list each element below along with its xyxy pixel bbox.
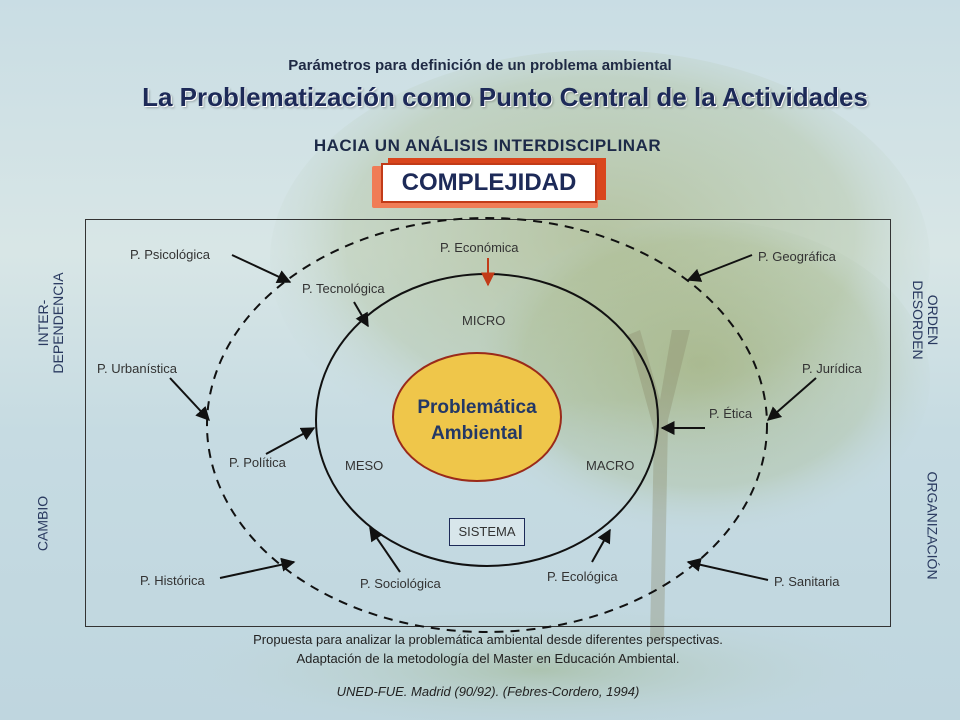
level-sistema: SISTEMA [449, 518, 525, 546]
outer-dashed-ellipse [206, 217, 768, 633]
label-sociologica: P. Sociológica [360, 576, 441, 591]
core-ellipse [392, 352, 562, 482]
label-sanitaria: P. Sanitaria [774, 574, 840, 589]
label-urbanistica: P. Urbanística [97, 361, 177, 376]
label-politica: P. Política [229, 455, 286, 470]
label-economica: P. Económica [440, 240, 519, 255]
footer-line-2: Adaptación de la metodología del Master … [296, 651, 680, 666]
label-geografica: P. Geográfica [758, 249, 836, 264]
label-tecnologica: P. Tecnológica [302, 281, 385, 296]
label-etica: P. Ética [709, 406, 753, 421]
subtitle: Parámetros para definición de un problem… [288, 57, 672, 74]
side-label-orden-desorden: ORDEN DESORDEN [910, 270, 941, 370]
arrow-sociologica [369, 526, 401, 573]
arrow-politica [265, 427, 316, 455]
label-psicologica: P. Psicológica [130, 247, 210, 262]
footer-line-1: Propuesta para analizar la problemática … [253, 632, 723, 647]
level-micro: MICRO [462, 313, 506, 328]
core-line-1: Problemática [417, 397, 537, 418]
side-label-orden: ORDEN [925, 294, 941, 346]
arrow-psicologica [231, 254, 292, 284]
arrow-sanitaria [686, 557, 769, 581]
side-label-interdependencia: INTER- DEPENDENCIA [35, 263, 66, 383]
label-ecologica: P. Ecológica [547, 569, 618, 584]
level-macro: MACRO [586, 458, 635, 473]
arrow-tecnologica [353, 301, 369, 328]
side-label-desorden: DESORDEN [910, 280, 926, 360]
page-title: La Problematización como Punto Central d… [142, 82, 868, 112]
diagram-frame [85, 219, 891, 627]
arrow-ecologica [591, 528, 611, 563]
arrow-geografica [686, 254, 753, 282]
arrow-urbanistica [169, 377, 210, 422]
arrow-historica [219, 557, 296, 579]
approach-heading: HACIA UN ANÁLISIS INTERDISCIPLINAR [313, 136, 662, 155]
label-juridica: P. Jurídica [802, 361, 862, 376]
side-label-organizacion: ORGANIZACIÓN [924, 471, 941, 580]
side-label-dependencia: DEPENDENCIA [50, 272, 66, 374]
footer-credit: UNED-FUE. Madrid (90/92). (Febres-Corder… [336, 684, 640, 699]
core-label: Problemática Ambiental [394, 395, 560, 447]
label-historica: P. Histórica [140, 573, 205, 588]
side-label-inter: INTER- [35, 299, 51, 347]
side-label-cambio: CAMBIO [34, 495, 51, 552]
core-line-2: Ambiental [431, 423, 523, 444]
arrow-juridica [766, 377, 817, 421]
level-meso: MESO [345, 458, 384, 473]
complejidad-badge: COMPLEJIDAD [381, 163, 597, 203]
